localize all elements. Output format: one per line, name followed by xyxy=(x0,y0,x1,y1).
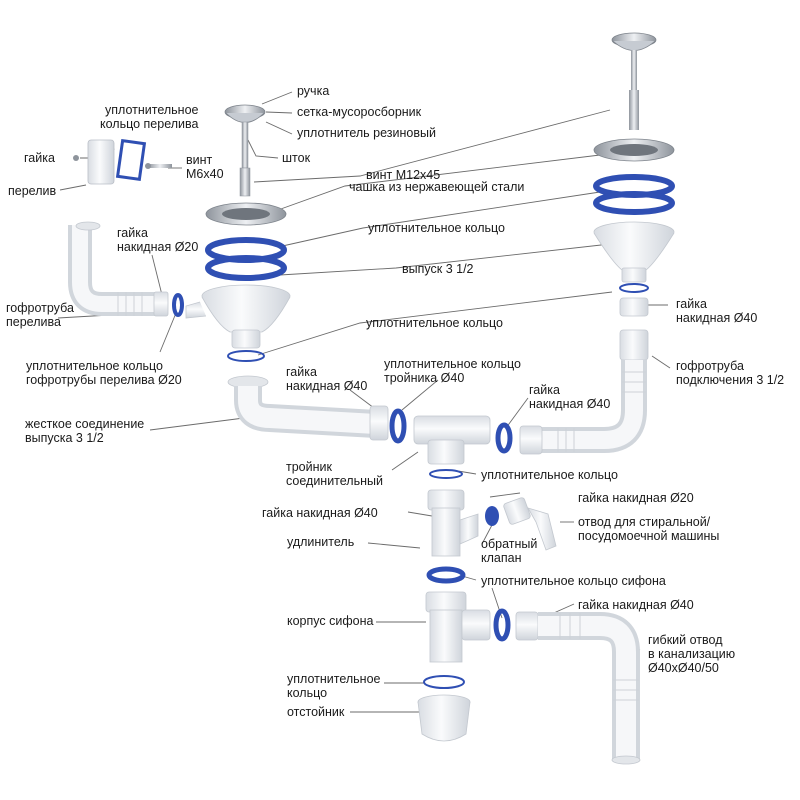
label-rubber-seal: уплотнитель резиновый xyxy=(297,126,436,140)
leader-lines xyxy=(57,91,671,713)
label-nut-40-right: гайка накидная Ø40 xyxy=(676,297,758,325)
right-strainer xyxy=(593,32,675,317)
label-overflow: перелив xyxy=(8,184,57,198)
label-nut-40-ext: гайка накидная Ø40 xyxy=(262,506,378,520)
label-strainer-grid: сетка-мусоросборник xyxy=(297,105,422,119)
flex-drain-branch xyxy=(515,611,641,765)
overflow-assembly xyxy=(73,138,172,185)
left-strainer xyxy=(185,104,291,362)
label-overflow-corr-seal: уплотнительное кольцо гофротрубы перелив… xyxy=(26,359,182,387)
label-overflow-corrugated: гофротруба перелива xyxy=(6,301,74,329)
label-extender: удлинитель xyxy=(287,535,355,549)
label-nut-20-low: гайка накидная Ø20 xyxy=(578,491,694,505)
label-seal-ring-top: уплотнительное кольцо xyxy=(368,221,506,235)
label-screw-m12: винт М12х45 xyxy=(366,168,441,182)
siphon xyxy=(417,566,511,742)
tee-connector xyxy=(413,415,491,479)
label-overflow-seal-ring: уплотнительное кольцо перелива xyxy=(100,103,199,131)
right-corrugated-pipe xyxy=(495,329,649,455)
label-screw-m6: винт М6х40 xyxy=(186,153,224,181)
label-seal-ring-bottom: уплотнительное кольцо xyxy=(287,672,381,700)
label-washer-branch: отвод для стиральной/ посудомоечной маши… xyxy=(578,515,720,543)
label-siphon-body: корпус сифона xyxy=(287,614,374,628)
label-outlet-312: выпуск 3 1/2 xyxy=(402,262,474,276)
label-steel-cup: чашка из нержавеющей стали xyxy=(349,180,525,194)
label-sump: отстойник xyxy=(287,705,345,719)
label-handle: ручка xyxy=(297,84,330,98)
label-union-nut-20: гайка накидная Ø20 xyxy=(117,226,199,254)
extender-assembly xyxy=(427,489,557,557)
label-seal-ring-low: уплотнительное кольцо xyxy=(481,468,619,482)
label-nut-small: гайка xyxy=(24,151,55,165)
label-check-valve: обратный клапан xyxy=(481,537,538,565)
label-seal-ring-mid: уплотнительное кольцо xyxy=(366,316,504,330)
rigid-connection xyxy=(227,375,407,444)
label-stem: шток xyxy=(282,151,311,165)
label-nut-40-siphon: гайка накидная Ø40 xyxy=(578,598,694,612)
label-rigid-connection: жесткое соединение выпуска 3 1/2 xyxy=(25,417,145,445)
overflow-corrugated-pipe xyxy=(68,221,184,317)
label-nut-40-tee: гайка накидная Ø40 xyxy=(529,383,611,411)
label-nut-40-left: гайка накидная Ø40 xyxy=(286,365,368,393)
label-flex-branch: гибкий отвод в канализацию Ø40хØ40/50 xyxy=(648,633,736,675)
label-corrugated-connect: гофротруба подключения 3 1/2 xyxy=(676,359,785,387)
label-tee-connector: тройник соединительный xyxy=(286,460,383,488)
label-tee-seal: уплотнительное кольцо тройника Ø40 xyxy=(384,357,522,385)
label-siphon-seal: уплотнительное кольцо сифона xyxy=(481,574,666,588)
